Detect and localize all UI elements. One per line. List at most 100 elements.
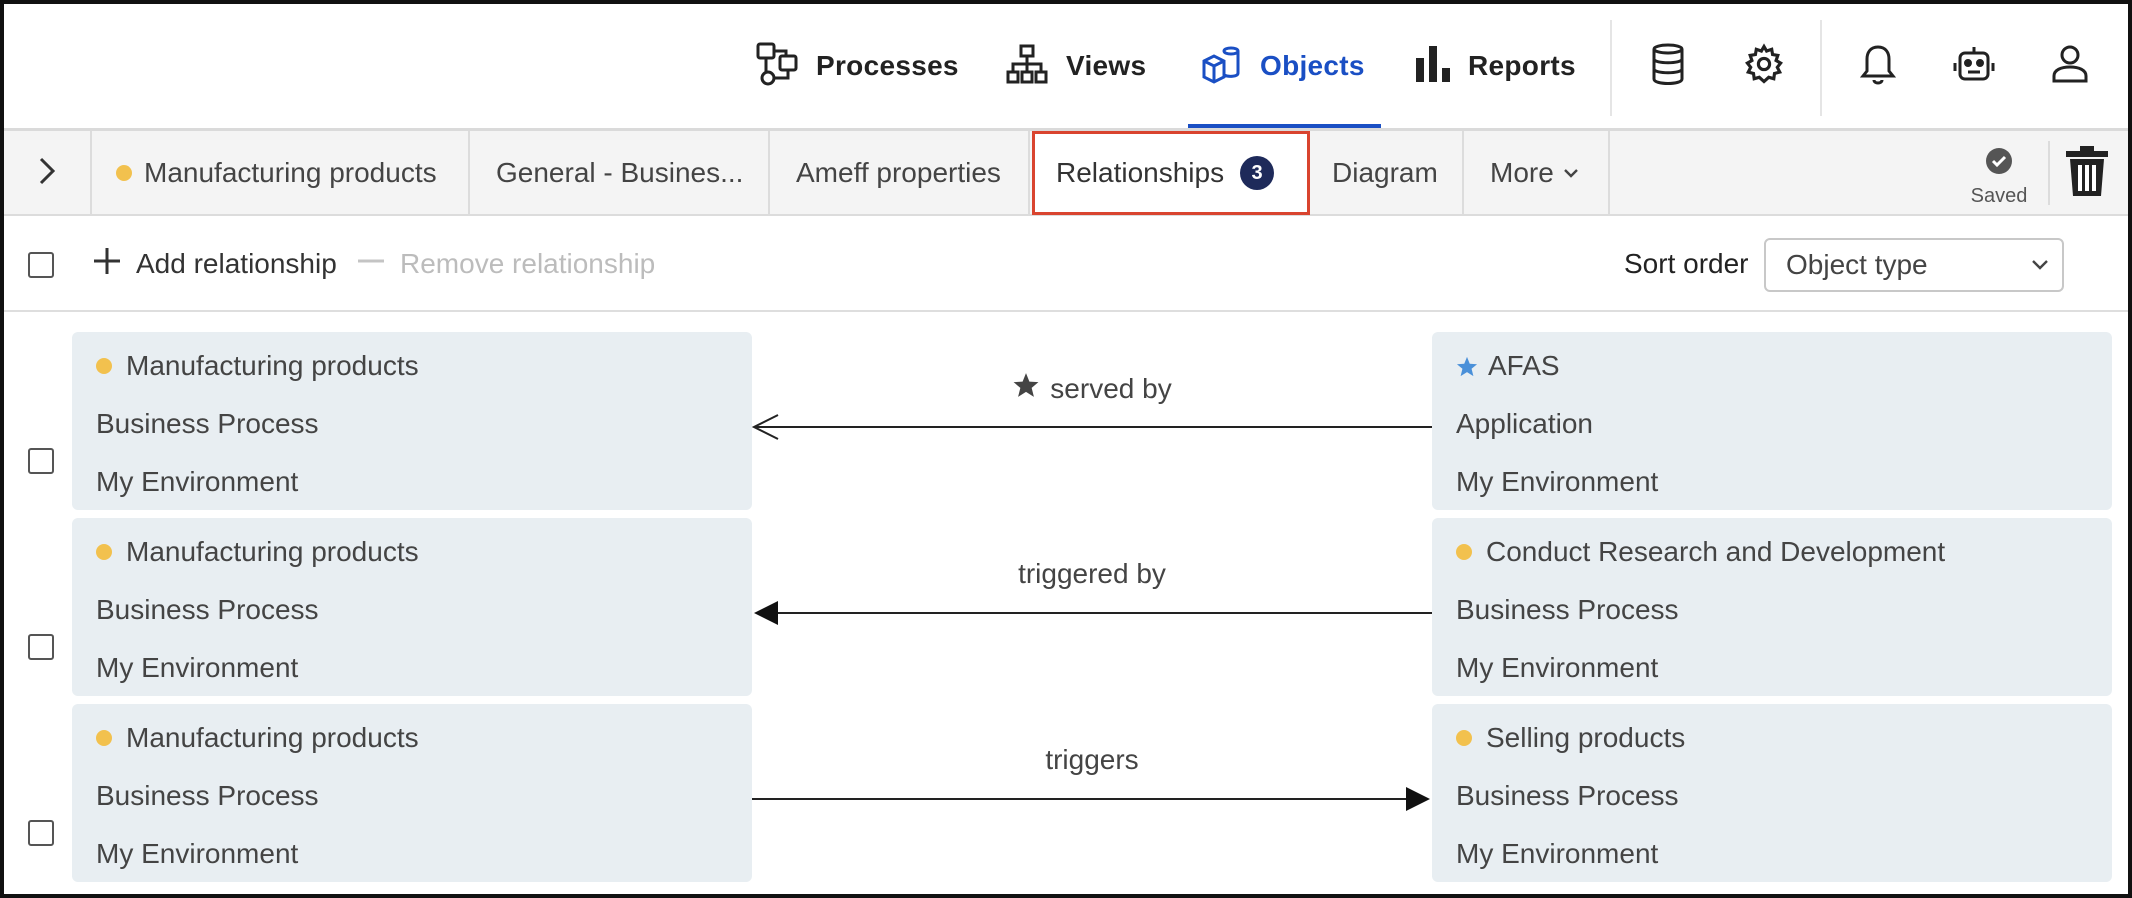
- gear-icon: [1743, 42, 1785, 90]
- tab-ameff-label: Ameff properties: [796, 157, 1001, 188]
- nav-objects-label: Objects: [1260, 50, 1365, 81]
- hierarchy-icon: [1006, 44, 1048, 89]
- relationship-type-label: served by: [1050, 372, 1172, 404]
- tab-more-label: More: [1490, 157, 1554, 188]
- top-navigation: Processes Views Objects: [4, 4, 2128, 128]
- object-tab-bar: Manufacturing products General - Busines…: [4, 128, 2128, 216]
- tab-ameff-properties[interactable]: Ameff properties: [770, 131, 1030, 215]
- tab-general-label: General - Busines...: [496, 157, 744, 188]
- nav-processes-label: Processes: [816, 50, 959, 81]
- tab-relationships[interactable]: Relationships 3: [1032, 131, 1310, 215]
- bell-icon: [1859, 43, 1897, 90]
- filled-arrow-right: [752, 787, 1430, 811]
- nav-objects[interactable]: Objects: [1188, 4, 1381, 128]
- tab-diagram-label: Diagram: [1332, 157, 1438, 188]
- add-relationship-label: Add relationship: [136, 248, 337, 279]
- source-object-card[interactable]: Manufacturing products Business Process …: [72, 332, 752, 510]
- database-button[interactable]: [1644, 42, 1692, 90]
- relationship-row: Manufacturing products Business Process …: [4, 704, 2128, 890]
- add-relationship-button[interactable]: Add relationship: [92, 242, 337, 286]
- object-status-dot: [1456, 544, 1472, 560]
- sort-order-select[interactable]: Object type: [1764, 238, 2064, 292]
- target-object-card[interactable]: Conduct Research and Development Busines…: [1432, 518, 2112, 696]
- relationships-count-badge: 3: [1240, 156, 1275, 190]
- target-object-type: Application: [1456, 408, 1593, 439]
- database-icon: [1651, 43, 1685, 90]
- chevron-right-icon: [37, 156, 57, 191]
- relationship-connector: triggered by: [752, 518, 1432, 696]
- delete-button[interactable]: [2064, 145, 2114, 201]
- source-object-type: Business Process: [96, 408, 319, 439]
- object-status-dot: [1456, 730, 1472, 746]
- target-object-name: AFAS: [1488, 350, 1560, 381]
- tab-object-name-label: Manufacturing products: [144, 157, 437, 188]
- settings-button[interactable]: [1740, 42, 1788, 90]
- row-checkbox[interactable]: [28, 634, 54, 660]
- sort-order-label: Sort order: [1624, 248, 1749, 279]
- target-object-environment: My Environment: [1456, 466, 1659, 497]
- remove-relationship-button[interactable]: Remove relationship: [356, 242, 655, 286]
- nav-reports[interactable]: Reports: [1416, 4, 1576, 128]
- assistant-button[interactable]: [1950, 42, 1998, 90]
- row-checkbox[interactable]: [28, 820, 54, 846]
- source-object-name: Manufacturing products: [126, 536, 419, 567]
- user-menu-button[interactable]: [2046, 42, 2094, 90]
- source-object-environment: My Environment: [96, 652, 299, 683]
- tab-object-name[interactable]: Manufacturing products: [94, 131, 470, 215]
- star-icon: [1456, 356, 1478, 377]
- source-object-environment: My Environment: [96, 838, 299, 869]
- save-status: Saved: [1964, 147, 2034, 208]
- minus-icon: [356, 246, 386, 283]
- nav-views-label: Views: [1066, 50, 1147, 81]
- target-object-name: Conduct Research and Development: [1486, 536, 1946, 567]
- remove-relationship-label: Remove relationship: [400, 248, 656, 279]
- bar-chart-icon: [1416, 45, 1450, 87]
- target-object-type: Business Process: [1456, 594, 1679, 625]
- plus-icon: [92, 246, 122, 283]
- select-all-checkbox[interactable]: [28, 252, 54, 278]
- tab-relationships-label: Relationships: [1056, 157, 1225, 188]
- source-object-card[interactable]: Manufacturing products Business Process …: [72, 518, 752, 696]
- object-status-dot: [116, 165, 132, 181]
- tab-general[interactable]: General - Busines...: [470, 131, 770, 215]
- relationship-connector: triggers: [752, 704, 1432, 882]
- relationship-type-label: triggers: [1045, 744, 1139, 775]
- nav-reports-label: Reports: [1468, 50, 1576, 81]
- user-icon: [2051, 44, 2089, 89]
- trash-icon: [2064, 146, 2110, 201]
- notifications-button[interactable]: [1854, 42, 1902, 90]
- target-object-card[interactable]: AFAS Application My Environment: [1432, 332, 2112, 510]
- check-circle-icon: [1985, 147, 2013, 181]
- row-checkbox[interactable]: [28, 448, 54, 474]
- relationship-type-label: triggered by: [1018, 558, 1166, 589]
- target-object-name: Selling products: [1486, 722, 1686, 753]
- relationships-toolbar: Add relationship Remove relationship Sor…: [4, 216, 2128, 312]
- tab-more[interactable]: More: [1464, 131, 1610, 215]
- target-object-type: Business Process: [1456, 780, 1679, 811]
- source-object-type: Business Process: [96, 780, 319, 811]
- source-object-card[interactable]: Manufacturing products Business Process …: [72, 704, 752, 882]
- tab-diagram[interactable]: Diagram: [1310, 131, 1464, 215]
- star-icon: [1012, 372, 1040, 405]
- nav-views[interactable]: Views: [1006, 4, 1146, 128]
- save-status-label: Saved: [1970, 185, 2028, 207]
- target-object-environment: My Environment: [1456, 838, 1659, 869]
- source-object-name: Manufacturing products: [126, 722, 419, 753]
- expand-panel-button[interactable]: [4, 131, 92, 215]
- nav-separator: [1610, 20, 1612, 116]
- target-object-environment: My Environment: [1456, 652, 1659, 683]
- cubes-icon: [1200, 43, 1242, 90]
- source-object-name: Manufacturing products: [126, 350, 419, 381]
- relationship-row: Manufacturing products Business Process …: [4, 518, 2128, 704]
- source-object-environment: My Environment: [96, 466, 299, 497]
- filled-arrow-left: [754, 601, 1432, 625]
- source-object-type: Business Process: [96, 594, 319, 625]
- tabbar-separator: [2048, 141, 2050, 205]
- relationship-connector: served by: [752, 332, 1432, 510]
- nav-processes[interactable]: Processes: [756, 4, 959, 128]
- target-object-card[interactable]: Selling products Business Process My Env…: [1432, 704, 2112, 882]
- nav-separator-2: [1820, 20, 1822, 116]
- object-status-dot: [96, 358, 112, 374]
- object-status-dot: [96, 544, 112, 560]
